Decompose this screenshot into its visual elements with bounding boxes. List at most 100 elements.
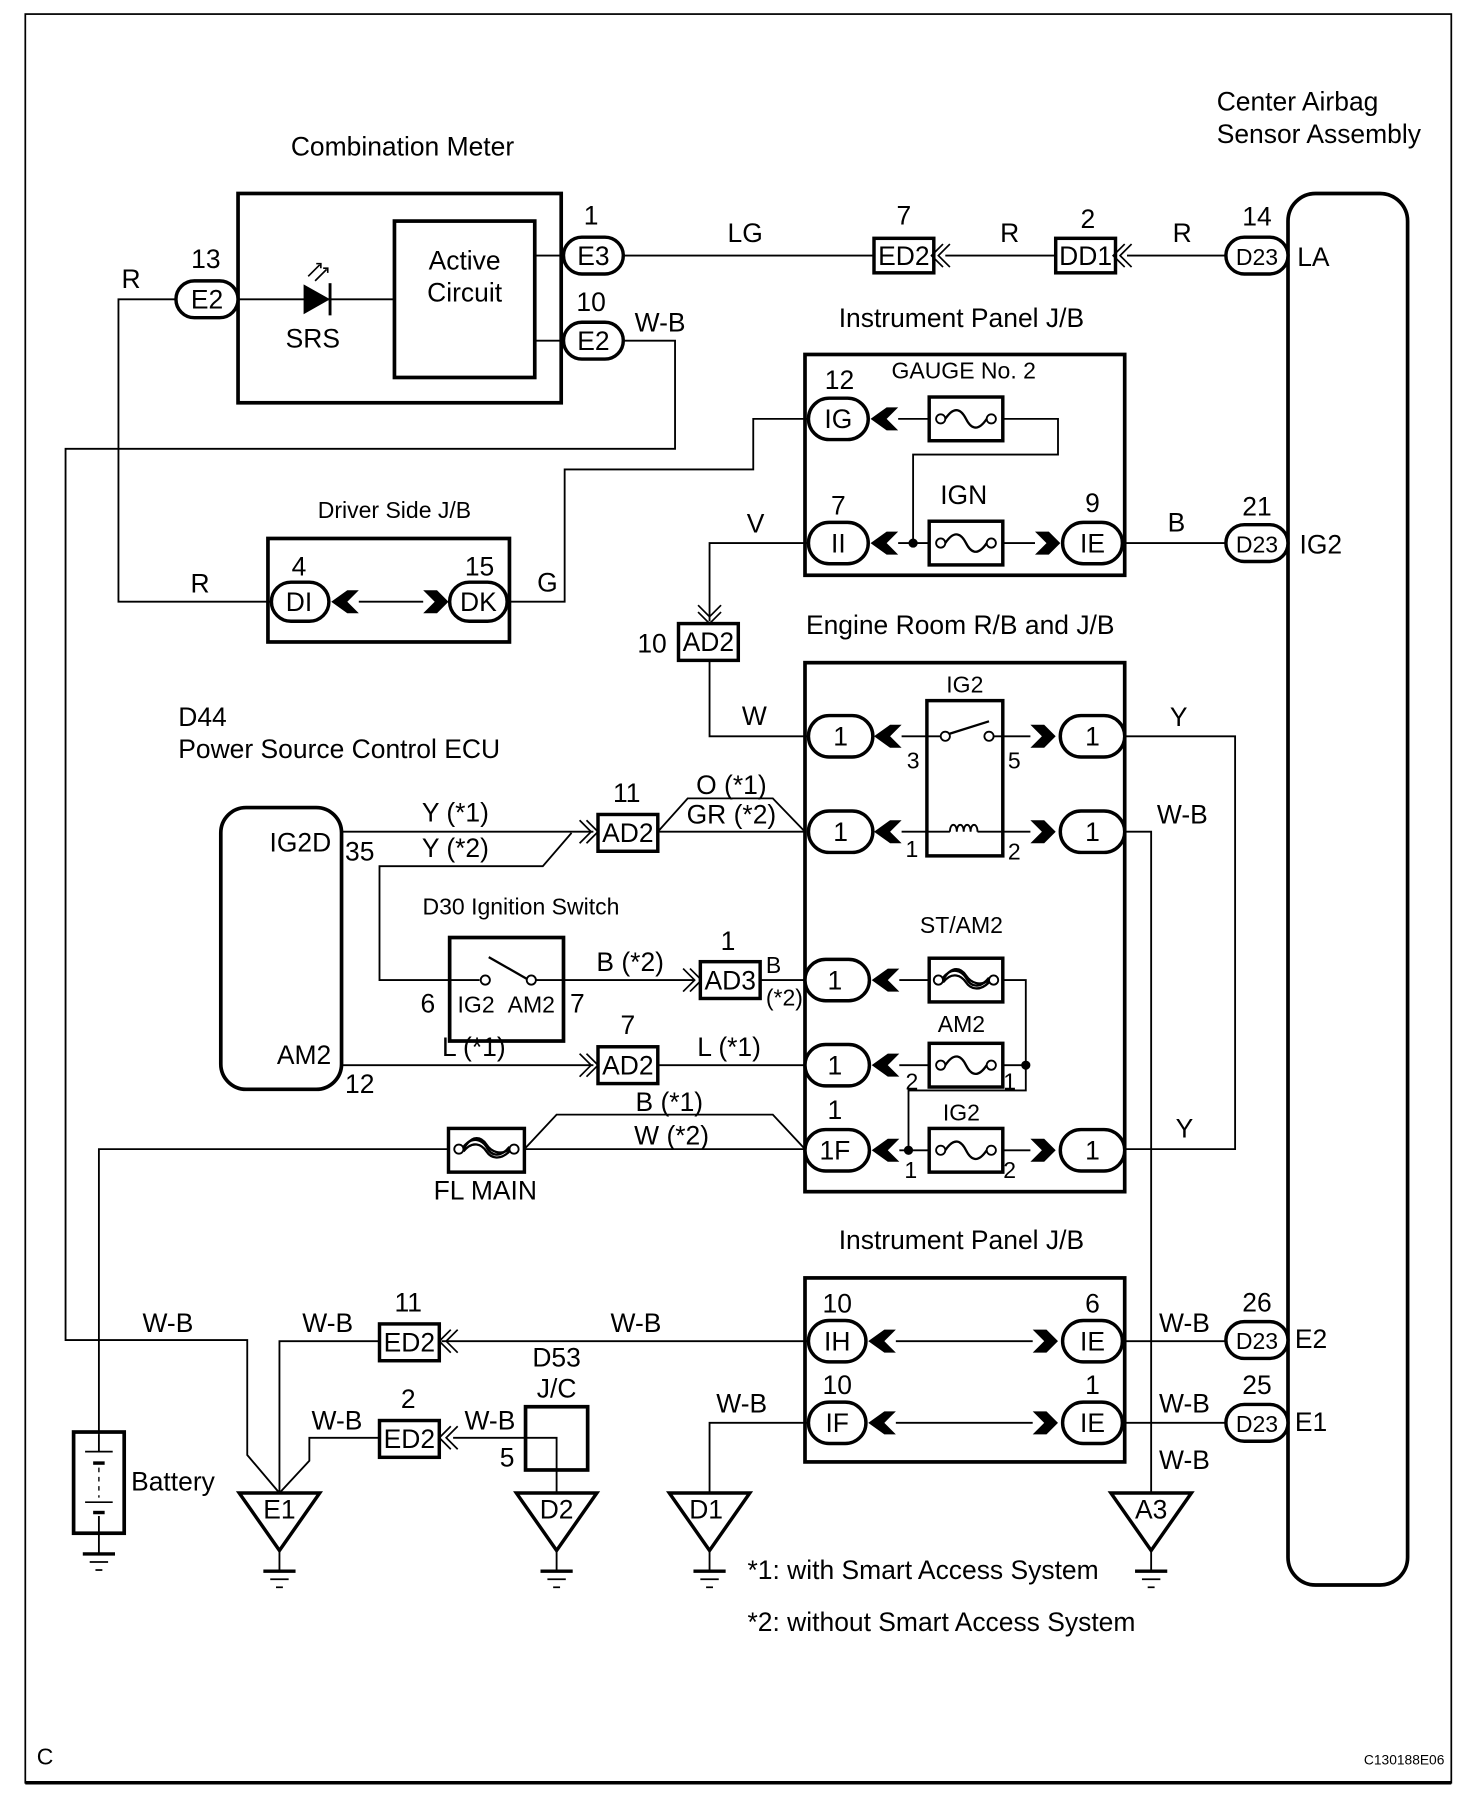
wire-label-wb-coil: W-B bbox=[1157, 800, 1208, 830]
inline-connector-ed2-2 bbox=[377, 1418, 442, 1460]
connector-e2-10-code: E2 bbox=[577, 326, 609, 356]
d23-21-code: D23 bbox=[1236, 531, 1278, 557]
pin-13: 13 bbox=[191, 244, 220, 274]
wire-label-wb-9: W-B bbox=[1159, 1445, 1210, 1475]
wire-label-r-3: R bbox=[122, 264, 141, 294]
d23-14-pin: 14 bbox=[1242, 202, 1271, 232]
terminal-ig2d: IG2D bbox=[269, 827, 331, 857]
ground-e1: E1 bbox=[235, 1491, 324, 1590]
note-1: *1: with Smart Access System bbox=[748, 1555, 1099, 1585]
am2-pin-12: 12 bbox=[345, 1069, 374, 1099]
ecu-box bbox=[218, 805, 344, 1092]
srs-label: SRS bbox=[286, 324, 340, 354]
la-circuit: LG 7 ED2 R 2 DD1 R bbox=[623, 201, 1226, 275]
wire-label-wb-1: W-B bbox=[635, 307, 686, 337]
ignition-label-ig2: IG2 bbox=[458, 991, 495, 1017]
fl-main-label: FL MAIN bbox=[434, 1176, 537, 1206]
wire-label-r-4: R bbox=[191, 569, 210, 599]
junction-d53: D53 J/C 5 bbox=[500, 1342, 590, 1473]
er-conn-row2-left-code: 1 bbox=[833, 817, 848, 847]
ig2-pin-1: 1 bbox=[904, 1157, 917, 1183]
connector-e2-13-code: E2 bbox=[191, 284, 223, 314]
d23-14-code: D23 bbox=[1236, 244, 1278, 270]
ie-6-code: IE bbox=[1080, 1326, 1105, 1356]
airbag-sensor-box bbox=[1286, 191, 1410, 1587]
ground-e1-label: E1 bbox=[263, 1494, 295, 1524]
ih-code: IH bbox=[824, 1326, 850, 1356]
er-conn-row2-right-code: 1 bbox=[1085, 817, 1100, 847]
terminal-e2: E2 bbox=[1295, 1324, 1327, 1354]
wire-label-v: V bbox=[747, 509, 765, 539]
ad2-7-pin: 7 bbox=[621, 1010, 636, 1040]
ecu-title: Power Source Control ECU bbox=[178, 734, 500, 764]
connector-ie-1 bbox=[1060, 1400, 1125, 1446]
d53-type: J/C bbox=[537, 1374, 577, 1404]
pin-1: 1 bbox=[584, 201, 599, 231]
wire-label-l1-b: L (*1) bbox=[697, 1032, 761, 1062]
instrument-panel-jb-top: Instrument Panel J/B GAUGE No. 2 12 IG 7… bbox=[803, 303, 1226, 578]
inline-connector-ad2-11 bbox=[596, 812, 660, 853]
center-airbag-sensor: Center Airbag Sensor Assembly 14 D23 LA … bbox=[1217, 87, 1422, 1587]
er-conn-row1-left bbox=[806, 713, 875, 759]
ignition-label-am2: AM2 bbox=[508, 991, 555, 1017]
wire-r-meter-to-di bbox=[117, 298, 272, 603]
ie-1-code: IE bbox=[1080, 1408, 1105, 1438]
ii-7-pin: 7 bbox=[831, 490, 846, 520]
power-source-control-ecu: D44 Power Source Control ECU IG2D 35 AM2… bbox=[178, 702, 500, 1099]
active-circuit-label-2: Circuit bbox=[427, 278, 503, 308]
er-conn-row5-right-code: 1 bbox=[1085, 1135, 1100, 1165]
d53-id: D53 bbox=[532, 1342, 581, 1372]
ground-icon-d2 bbox=[538, 1548, 575, 1590]
ig-code: IG bbox=[824, 404, 852, 434]
pin-10: 10 bbox=[576, 287, 605, 317]
wire-wb-coil-a3 bbox=[1124, 830, 1153, 1493]
wire-label-o1: O (*1) bbox=[696, 770, 767, 800]
wire-label-r-1: R bbox=[1000, 218, 1019, 248]
ground-d2-label: D2 bbox=[540, 1494, 574, 1524]
fuse-gauge-label: GAUGE No. 2 bbox=[891, 358, 1035, 384]
ecu-id: D44 bbox=[178, 702, 227, 732]
battery: Battery bbox=[71, 1430, 216, 1572]
inline-connector-dd1-2 bbox=[1053, 236, 1118, 275]
ip-jb-bottom-title: Instrument Panel J/B bbox=[839, 1225, 1084, 1255]
combination-meter-box bbox=[236, 191, 564, 405]
wire-label-l1-a: L (*1) bbox=[442, 1032, 506, 1062]
ip-jb-bottom-box bbox=[803, 1276, 1127, 1464]
wire-label-g: G bbox=[537, 567, 558, 597]
wire-label-y2: Y (*2) bbox=[422, 833, 489, 863]
er-conn-row3-left-code: 1 bbox=[828, 965, 843, 995]
engine-room-rb-jb: Engine Room R/B and J/B IG2 1 3 5 1 1 1 … bbox=[803, 610, 1127, 1194]
ad2-11-pin: 11 bbox=[613, 778, 640, 808]
ip-jb-top-title: Instrument Panel J/B bbox=[839, 303, 1084, 333]
inline-connector-ed2-7 bbox=[872, 236, 936, 275]
corner-letter: C bbox=[37, 1743, 54, 1769]
relay-pin-1: 1 bbox=[906, 836, 919, 862]
wire-label-star2: (*2) bbox=[766, 984, 803, 1010]
dd1-2-pin: 2 bbox=[1081, 204, 1096, 234]
wire-label-b: B bbox=[1168, 508, 1186, 538]
driver-jb-title: Driver Side J/B bbox=[318, 497, 471, 523]
engine-room-box bbox=[803, 660, 1127, 1194]
ed2-2-pin: 2 bbox=[401, 1384, 416, 1414]
combination-meter-title: Combination Meter bbox=[291, 132, 515, 162]
d23-25-pin: 25 bbox=[1242, 1370, 1271, 1400]
wire-label-b1: B (*1) bbox=[636, 1087, 704, 1117]
er-conn-1f bbox=[803, 1127, 872, 1173]
connector-d23-26 bbox=[1224, 1319, 1290, 1361]
ground-icon-d1 bbox=[691, 1548, 728, 1590]
wire-label-wb-5: W-B bbox=[311, 1406, 362, 1436]
wire-battery-flmain bbox=[97, 1148, 449, 1435]
d53-pin-5: 5 bbox=[500, 1443, 515, 1473]
fuse-ig2-label: IG2 bbox=[943, 1099, 980, 1125]
relay-ig2 bbox=[925, 698, 1005, 858]
figure-id: C130188E06 bbox=[1364, 1752, 1445, 1767]
terminal-e1: E1 bbox=[1295, 1407, 1327, 1437]
di-4-pin: 4 bbox=[292, 551, 307, 581]
wire-label-r-2: R bbox=[1173, 218, 1192, 248]
di-code: DI bbox=[286, 587, 312, 617]
engine-room-title: Engine Room R/B and J/B bbox=[806, 610, 1115, 640]
relay-pin-5: 5 bbox=[1008, 747, 1021, 773]
ed2-11-pin: 11 bbox=[395, 1287, 422, 1317]
ignition-switch-title: D30 Ignition Switch bbox=[423, 894, 620, 920]
active-circuit-label-1: Active bbox=[429, 245, 501, 275]
